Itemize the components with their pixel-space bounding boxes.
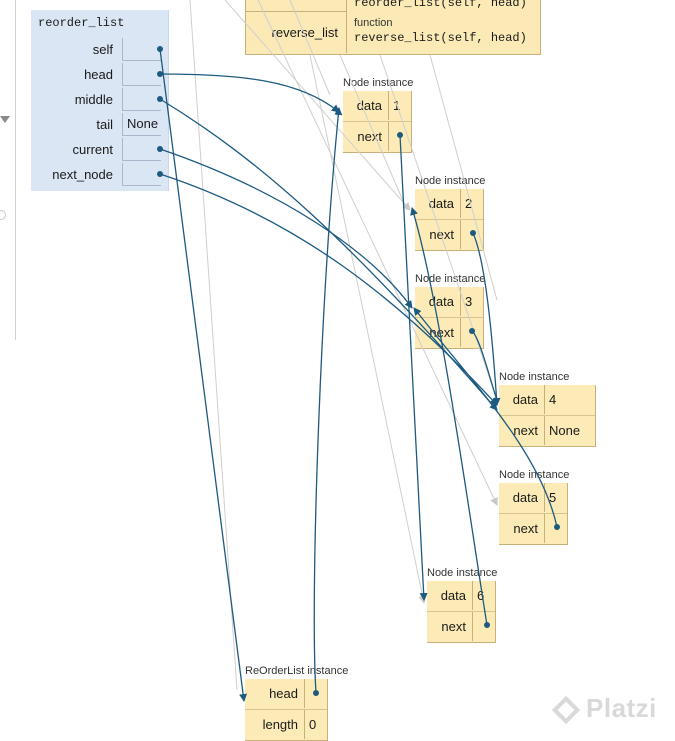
function-signature-top: reorder_list(self, head) — [354, 0, 527, 10]
pointer-dot — [470, 230, 476, 236]
node-5: data 5 next — [499, 483, 568, 545]
pointer-dot — [469, 328, 475, 334]
node-data-value: 2 — [465, 196, 473, 211]
frame-var-tail: tail None — [31, 112, 168, 137]
var-name: head — [84, 67, 113, 82]
frame-var-current: current — [31, 137, 168, 162]
class-function-table: reorder_list(self, head) reverse_list fu… — [245, 0, 541, 55]
reorderlist-instance: head length 0 — [245, 679, 328, 741]
pointer-dot — [484, 622, 490, 628]
var-name: current — [72, 142, 113, 157]
pointer-next-node — [159, 173, 498, 406]
node-instance-label: Node instance — [415, 175, 486, 187]
node-6: data 6 next — [427, 581, 496, 643]
pointer-current — [159, 148, 413, 309]
stale-pointer — [339, 54, 408, 211]
pointer-node5-next — [413, 307, 558, 528]
var-value — [122, 88, 161, 111]
table-cell — [246, 0, 347, 12]
var-value — [122, 163, 161, 186]
frame-var-next-node: next_node — [31, 162, 168, 187]
var-value — [122, 63, 161, 86]
pointer-dot — [554, 524, 560, 530]
pointer-head — [159, 73, 340, 113]
pointer-dot — [157, 171, 163, 177]
stale-pointer — [379, 54, 498, 401]
var-name: middle — [74, 92, 113, 107]
pointer-dot — [157, 146, 163, 152]
node-field-key: data — [499, 483, 545, 512]
node-next-value: None — [549, 423, 581, 438]
frame-var-head: head — [31, 62, 168, 87]
node-data-value: 4 — [549, 392, 557, 407]
pointer-node2-next — [472, 232, 501, 406]
pointer-instance-head — [313, 107, 343, 694]
node-field-key: data — [499, 385, 545, 414]
instance-field-key: length — [245, 710, 305, 739]
pointer-node1-next — [399, 134, 428, 601]
stale-pointer — [289, 0, 331, 96]
node-data-value: 5 — [549, 490, 557, 505]
stale-pointer — [224, 0, 411, 211]
node-field-key: data — [415, 189, 461, 218]
node-instance-label: Node instance — [499, 469, 570, 481]
pointer-dot — [397, 132, 403, 138]
node-field-key: next — [415, 220, 461, 249]
node-instance-label: Node instance — [343, 77, 414, 89]
live-pointers — [159, 48, 558, 702]
watermark-text: Platzi — [586, 693, 657, 723]
stale-pointer — [309, 54, 427, 604]
frame-title: reorder_list — [38, 16, 125, 30]
instance-field-value: 0 — [309, 717, 317, 732]
node-field-key: next — [415, 318, 461, 347]
pointer-dots — [157, 46, 560, 696]
var-name: self — [92, 42, 113, 57]
node-field-key: next — [499, 416, 545, 445]
instance-field-key: head — [245, 679, 305, 708]
reorderlist-instance-label: ReOrderList instance — [245, 665, 349, 677]
node-instance-label: Node instance — [415, 273, 486, 285]
gutter-divider — [15, 0, 16, 340]
stale-pointer — [429, 54, 498, 301]
collapse-triangle-icon[interactable] — [0, 116, 10, 123]
pointer-node6-next — [410, 207, 488, 626]
platzi-logo-icon — [551, 695, 581, 725]
frame-var-self: self — [31, 37, 168, 62]
function-name-cell: reverse_list — [246, 12, 347, 53]
stack-frame: reorder_list self head middle tail None … — [31, 10, 169, 191]
node-field-key: next — [499, 514, 545, 543]
var-value — [122, 38, 161, 61]
pointer-dot — [157, 46, 163, 52]
var-name: tail — [96, 117, 113, 132]
node-field-key: next — [427, 612, 473, 641]
node-field-key: next — [343, 122, 389, 151]
gutter-radio-icon[interactable] — [0, 210, 6, 220]
node-field-key: data — [427, 581, 473, 610]
stale-pointer — [189, 0, 238, 691]
function-kind: function — [354, 17, 393, 29]
node-data-value: 6 — [477, 588, 485, 603]
stale-pointer — [257, 0, 498, 506]
pointer-self — [159, 48, 248, 702]
stale-pointers — [189, 0, 498, 691]
var-value: None — [122, 113, 161, 136]
pointer-middle — [159, 98, 498, 411]
pointer-node3-next — [471, 330, 498, 401]
var-value — [122, 138, 161, 161]
var-name: next_node — [52, 167, 113, 182]
node-2: data 2 next — [415, 189, 484, 251]
function-signature: reverse_list(self, head) — [354, 31, 527, 45]
frame-var-middle: middle — [31, 87, 168, 112]
platzi-watermark: Platzi — [551, 693, 657, 725]
pointer-dot — [313, 690, 319, 696]
function-name: reverse_list — [271, 25, 338, 40]
node-data-value: 3 — [465, 294, 473, 309]
pointer-dot — [157, 96, 163, 102]
pointer-dot — [157, 71, 163, 77]
node-instance-label: Node instance — [499, 371, 570, 383]
